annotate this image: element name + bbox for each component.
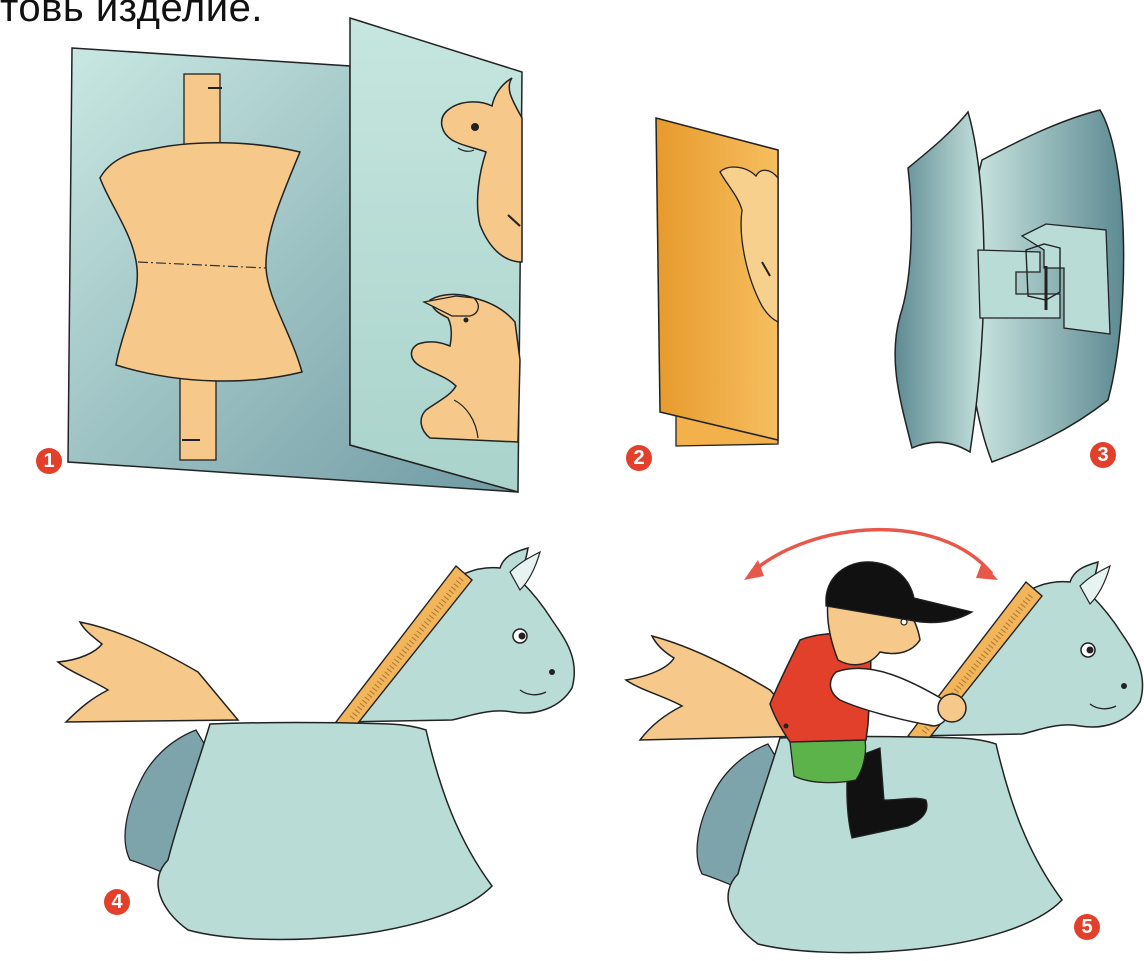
- step-1-card: [68, 18, 522, 492]
- horse-tail: [58, 622, 238, 722]
- body-template-strip-bottom: [180, 368, 216, 460]
- step-badge-3: 3: [1090, 442, 1116, 468]
- step-badge-2: 2: [626, 445, 652, 471]
- horse-body: [158, 723, 492, 940]
- body-front-piece: [895, 112, 984, 452]
- step-4-rocking-horse: [58, 548, 574, 940]
- step-badge-1: 1: [36, 448, 62, 474]
- step-5-horse-with-rider: [626, 530, 1143, 953]
- horse-body: [728, 737, 1062, 953]
- step-badge-4: 4: [104, 889, 130, 915]
- step-2-folded-paper: [656, 118, 778, 446]
- step-badge-5: 5: [1074, 914, 1100, 940]
- rider-hand: [938, 694, 966, 722]
- step-3-assembled-body: [895, 110, 1124, 462]
